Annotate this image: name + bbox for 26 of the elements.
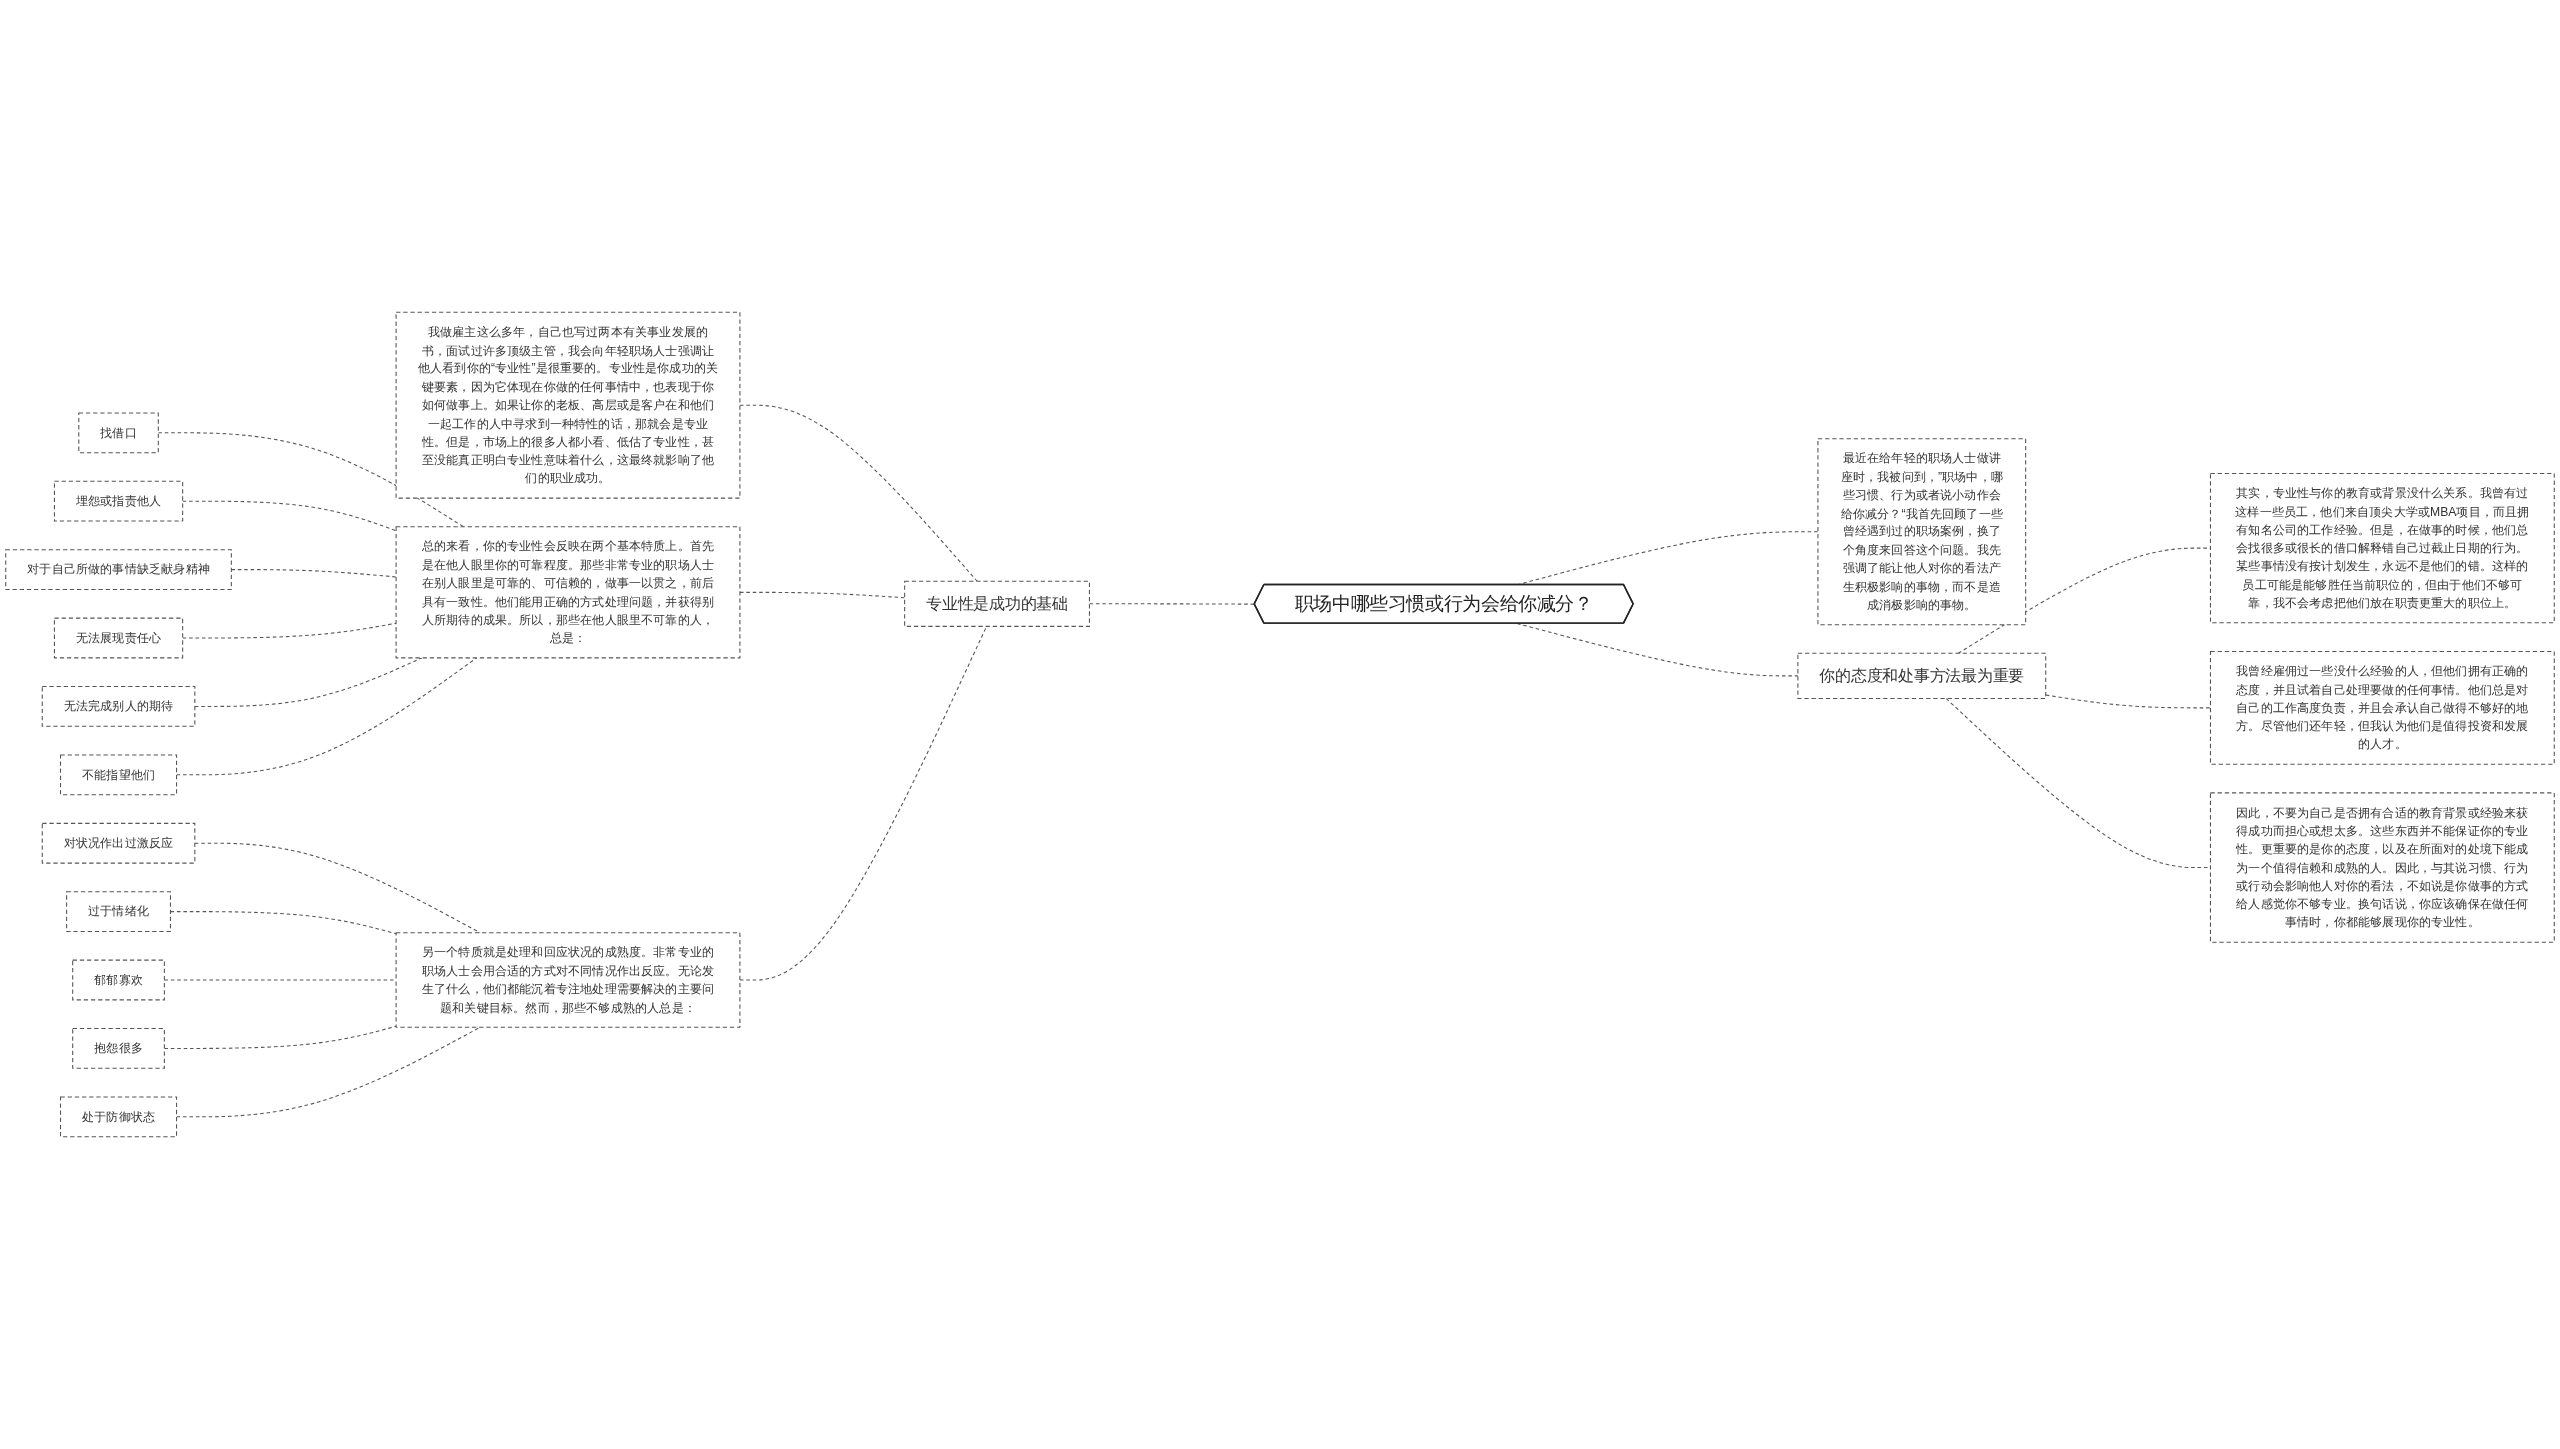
node-box: 其实，专业性与你的教育或背景没什么关系。我曾有过这样一些员工，他们来自顶尖大学或MBA项目，而且拥有知名公司的工作经验。但是，在做事的时候，他们总会找很多或很长的借口解释错自己过截止日期的行为。某些事情没有按计划发生，永远不是他们的错。这样的员工可能是能够胜任当前职位的，但由于他们不够可靠，我不会考虑把他们放在职责更重大的职位上。 xyxy=(2209,472,2555,624)
connector xyxy=(182,500,397,532)
node-box: 埋怨或指责他人 xyxy=(53,480,184,522)
node-box: 无法完成别人的期待 xyxy=(41,686,196,727)
node-box: 处于防御状态 xyxy=(60,1096,178,1138)
node-box: 我做雇主这么多年，自己也写过两本有关事业发展的书，面试过许多顶级主管，我会向年轻职场人士强调让他人看到你的“专业性”是很重要的。专业性是你成功的关键要素，因为它体现在你做的任何事情中，也表现于你如何做事上。如果让你的老板、高层或是客户在和他们一起工作的人中寻求到一种特性的话，那就会是专业性。但是，市场上的很多人都小看、低估了专业性，甚至没能真正明白专业性意味着什么，这最终就影响了他们的职业成功。 xyxy=(395,311,741,499)
connector xyxy=(176,1026,481,1118)
node-box: 总的来看，你的专业性会反映在两个基本特质上。首先是在他人眼里你的可靠程度。那些非常专业的职场人士在别人眼里是可靠的、可信赖的，做事一以贯之，前后具有一致性。他们能用正确的方式处理问题，并获得别人所期待的成果。所以，那些在他人眼里不可靠的人，总是： xyxy=(395,526,741,659)
node-box: 我曾经雇佣过一些没什么经验的人，但他们拥有正确的态度，并且试着自己处理要做的任何事情。他们总是对自己的工作高度负责，并且会承认自己做得不够好的地方。尽管他们还年轻，但我认为他们是值得投资和发展的人才。 xyxy=(2209,650,2555,765)
node-box: 最近在给年轻的职场人士做讲座时，我被问到，”职场中，哪些习惯、行为或者说小动作会给你减分？“我首先回顾了一些曾经遇到过的职场案例，换了个角度来回答这个问题。我先强调了能让他人对你的看法产生积极影响的事物，而不是造成消极影响的事物。 xyxy=(1817,438,2027,626)
connector xyxy=(2045,694,2211,709)
connector xyxy=(1945,697,2211,869)
node-box: 无法展现责任心 xyxy=(53,617,184,659)
node-box: 另一个特质就是处理和回应状况的成熟度。非常专业的职场人士会用合适的方式对不同情况作出反应。无论发生了什么，他们都能沉着专注地处理需要解决的主要问题和关键目标。然而，那些不够成熟的人总是： xyxy=(395,932,741,1028)
node-box: 不能指望他们 xyxy=(60,754,178,796)
node-box: 对于自己所做的事情缺乏献身精神 xyxy=(5,549,232,590)
node-box: 因此，不要为自己是否拥有合适的教育背景或经验来获得成功而担心或想太多。这些东西并不能保证你的专业性。更重要的是你的态度，以及在所面对的处境下能成为一个值得信赖和成熟的人。因此，与其说习惯、行为或行动会影响他人对你的看法，不如说是你做事的方式给人感觉你不够专业。换句话说，你应该确保在做任何事情时，你都能够展现你的专业性。 xyxy=(2209,792,2555,943)
connector xyxy=(176,657,478,776)
node-box: 郁郁寡欢 xyxy=(72,959,165,1001)
connector xyxy=(194,842,481,934)
node-box: 过于情绪化 xyxy=(66,891,171,933)
node-box: 抱怨很多 xyxy=(72,1028,165,1069)
node-box: 专业性是成功的基础 xyxy=(904,580,1090,627)
node-box: 你的态度和处事方法最为重要 xyxy=(1797,652,2047,699)
node-box: 对状况作出过激反应 xyxy=(41,822,196,864)
node-box: 找借口 xyxy=(78,412,159,454)
